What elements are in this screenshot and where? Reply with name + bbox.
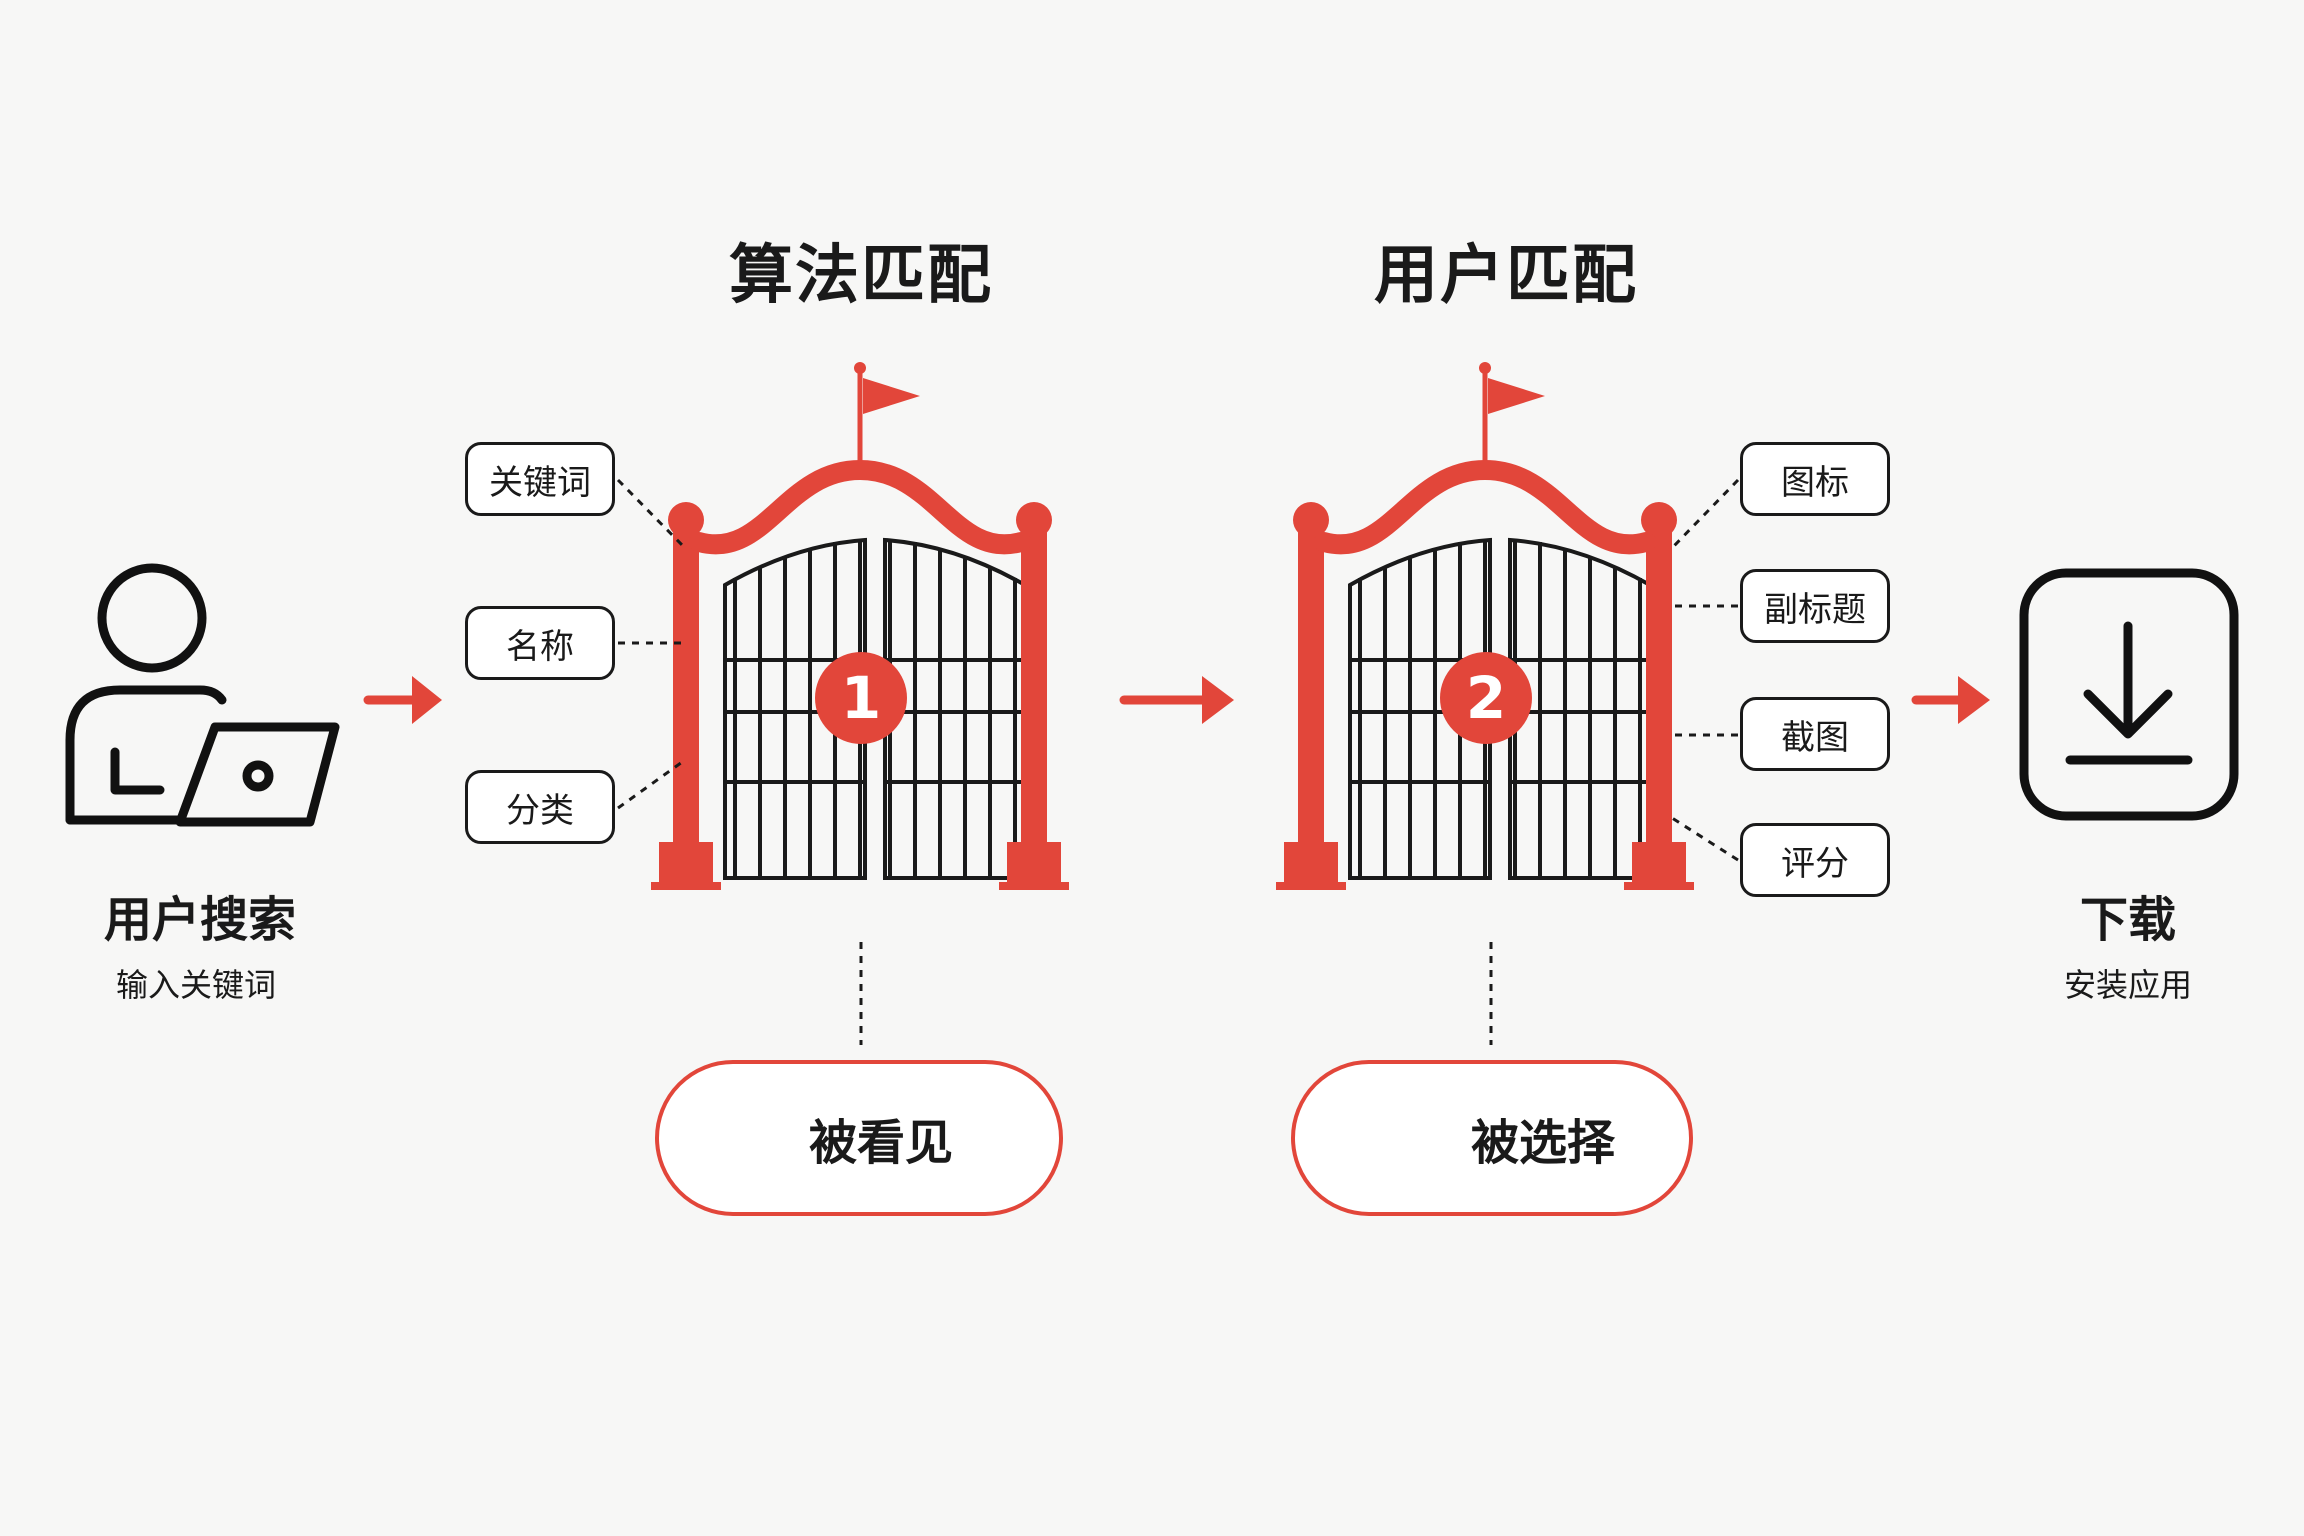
tag-keyword: 关键词 [465, 442, 615, 516]
tag-screenshot: 截图 [1740, 697, 1890, 771]
gate-icon [651, 362, 1069, 890]
arrow-right-icon [363, 676, 442, 724]
outcome-seen: 被看见 [655, 1060, 1063, 1216]
arrow-right-icon [1911, 676, 1990, 724]
tag-subtitle: 副标题 [1740, 569, 1890, 643]
gate-badge [1440, 652, 1532, 744]
tag-name: 名称 [465, 606, 615, 680]
download-icon [2019, 568, 2239, 821]
gate-number: 1 [841, 664, 881, 732]
gate2-title: 用户匹配 [1374, 239, 1638, 313]
connector-lines [616, 478, 1740, 1045]
gate-number: 2 [1466, 664, 1506, 732]
outcome-chosen: 被选择 [1291, 1060, 1693, 1216]
tag-category: 分类 [465, 770, 615, 844]
download-title: 下载 [2079, 892, 2176, 948]
user-search-title: 用户搜索 [103, 892, 296, 948]
outcome-seen-label: 被看见 [809, 1115, 954, 1171]
outcome-chosen-label: 被选择 [1471, 1115, 1616, 1171]
arrow-right-icon [1119, 676, 1234, 724]
gate-badge [815, 652, 907, 744]
user-search-subtitle: 输入关键词 [115, 966, 276, 1004]
gate1-title: 算法匹配 [729, 239, 993, 313]
download-subtitle: 安装应用 [2063, 966, 2192, 1004]
user-laptop-icon [65, 563, 340, 827]
tag-icon: 图标 [1740, 442, 1890, 516]
tag-rating: 评分 [1740, 823, 1890, 897]
gate-icon [1276, 362, 1694, 890]
